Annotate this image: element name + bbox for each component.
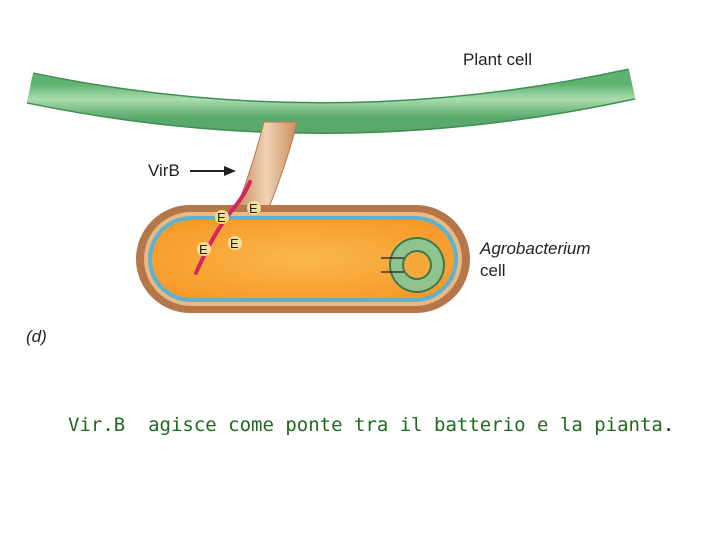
agrobacterium-cell (136, 205, 470, 313)
effector-protein: E (215, 210, 229, 225)
plant-cell-wall (26, 68, 636, 135)
svg-text:E: E (199, 242, 208, 257)
caption: Vir.B agisce come ponte tra il batterio … (0, 414, 720, 436)
svg-text:E: E (217, 210, 226, 225)
panel-label: (d) (26, 327, 47, 346)
virb-pilus (235, 121, 298, 211)
effector-protein: E (197, 242, 211, 257)
svg-text:E: E (249, 201, 258, 216)
svg-text:E: E (230, 236, 239, 251)
virb-label: VirB (148, 161, 180, 180)
cell-label: cell (480, 261, 506, 280)
plasmid (381, 237, 445, 293)
plant-cell-label: Plant cell (463, 50, 532, 69)
caption-end-mark: . (662, 414, 675, 436)
agrobacterium-label: Agrobacterium (479, 239, 591, 258)
caption-text: Vir.B agisce come ponte tra il batterio … (68, 414, 663, 436)
effector-protein: E (247, 201, 261, 216)
effector-protein: E (228, 236, 242, 251)
arrow-right-icon (190, 166, 236, 176)
